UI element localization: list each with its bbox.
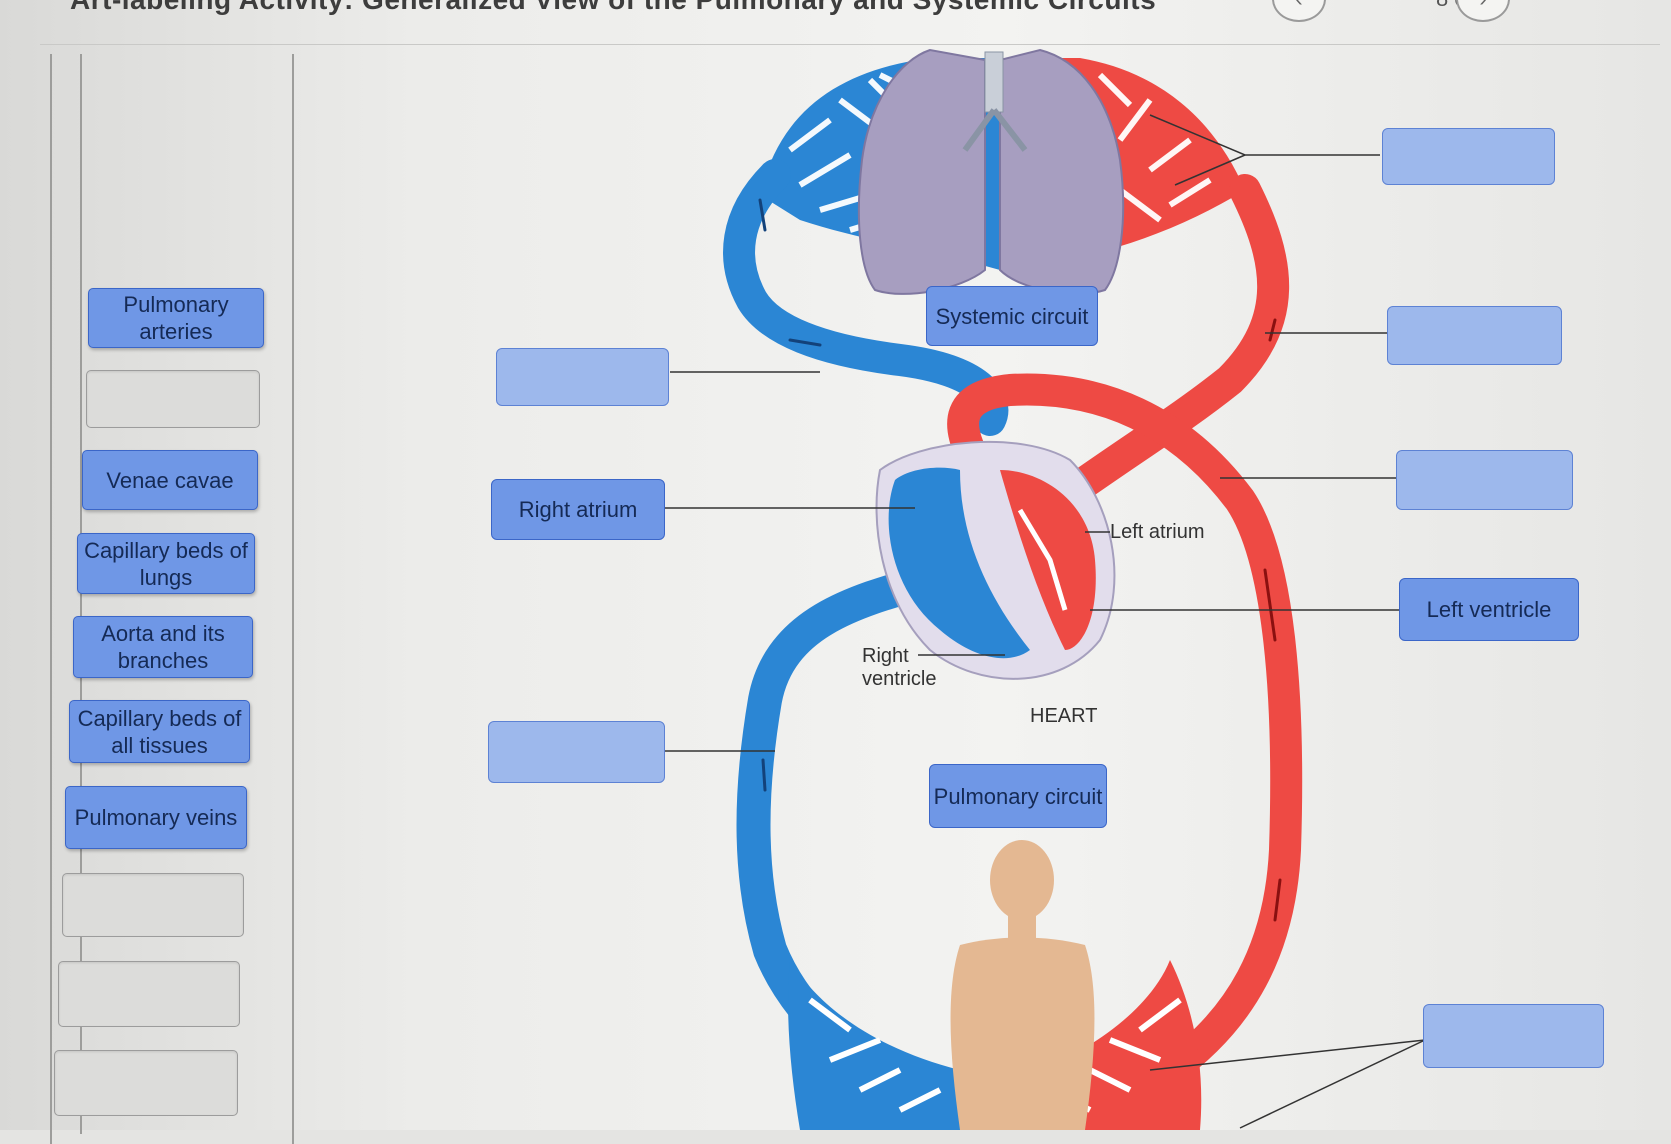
drop-zone-aorta[interactable] [1396,450,1573,510]
placed-label-right-atrium[interactable]: Right atrium [491,479,665,540]
drop-zone-pulmonary-veins[interactable] [1387,306,1562,365]
header-divider [40,44,1660,45]
bank-empty-slot [62,873,244,937]
left-atrium-text: Left atrium [1110,521,1205,543]
drop-zone-venae-cavae[interactable] [488,721,665,783]
leader-lines [665,114,1426,1129]
label-bank [50,54,294,1144]
bank-label-pulmonary-veins[interactable]: Pulmonary veins [65,786,247,849]
lungs-illustration [857,48,1125,295]
bank-label-venae-cavae[interactable]: Venae cavae [82,450,258,510]
placed-label-pulmonary-circuit[interactable]: Pulmonary circuit [929,764,1107,828]
heart-illustration [875,440,1116,680]
bank-label-capillary-beds-lungs[interactable]: Capillary beds of lungs [77,533,255,594]
chevron-right-icon: › [1479,0,1486,12]
chevron-left-icon: ‹ [1295,0,1302,12]
bank-empty-slot [86,370,260,428]
label-bank-edge [80,54,82,1134]
bank-label-aorta-branches[interactable]: Aorta and its branches [73,616,253,678]
drop-zone-pulmonary-artery[interactable] [496,348,669,406]
bank-empty-slot [58,961,240,1027]
right-ventricle-text-line2: ventricle [862,668,937,690]
heart-text: HEART [1030,705,1098,727]
placed-label-left-ventricle[interactable]: Left ventricle [1399,578,1579,641]
bank-empty-slot [54,1050,238,1116]
human-figure-illustration [950,840,1095,1130]
bank-label-capillary-beds-tissues[interactable]: Capillary beds of all tissues [69,700,250,763]
right-ventricle-text-line1: Right [862,645,909,667]
drop-zone-lung-capillaries[interactable] [1382,128,1555,185]
activity-title: Art-labeling Activity: Generalized View … [70,0,1156,16]
drop-zone-tissue-capillaries[interactable] [1423,1004,1604,1068]
bank-label-pulmonary-arteries[interactable]: Pulmonary arteries [88,288,264,348]
placed-label-systemic-circuit[interactable]: Systemic circuit [926,286,1098,346]
